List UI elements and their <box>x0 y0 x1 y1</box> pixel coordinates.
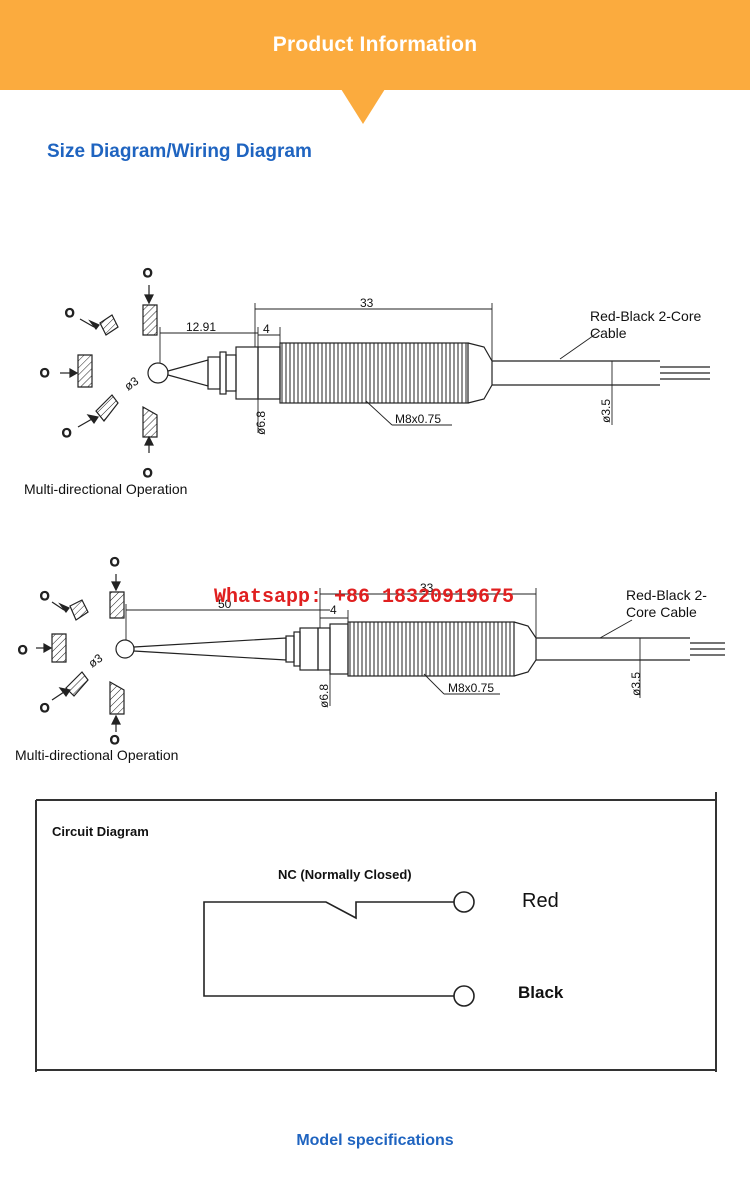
dir-bottom-label: O <box>143 466 152 480</box>
cable2-label-line1: Red-Black 2- <box>626 587 707 603</box>
sensor-body <box>147 342 710 404</box>
dim-ball-dia: ø3 <box>122 374 142 394</box>
dim-tip: 12.91 <box>186 320 216 334</box>
dim2-ball-dia: ø3 <box>86 651 106 671</box>
dir2-bottom-label: O <box>110 733 119 747</box>
model-specifications-title: Model specifications <box>296 1132 454 1149</box>
dim2-length: 33 <box>420 581 434 595</box>
direction-cluster-2: O O O O O <box>17 554 125 748</box>
nc-label: NC (Normally Closed) <box>278 867 412 882</box>
cable2-label-line2: Core Cable <box>626 604 697 620</box>
diagram1-caption: Multi-directional Operation <box>24 481 187 497</box>
cable-label-line2: Cable <box>590 325 627 341</box>
actuator-top <box>142 304 158 336</box>
dir2-upleft-label: O <box>40 589 49 603</box>
red-terminal <box>453 891 475 913</box>
dir2-top-label: O <box>110 555 119 569</box>
dim-head-dia: ø6.8 <box>254 411 268 435</box>
dir-downleft-label: O <box>62 426 71 440</box>
dir-left-label: O <box>40 366 49 380</box>
section-title: Size Diagram/Wiring Diagram <box>47 141 312 162</box>
dim-step: 4 <box>263 322 270 336</box>
diagram2-caption: Multi-directional Operation <box>15 747 178 763</box>
black-wire-label: Black <box>518 983 564 1002</box>
circuit-wiring <box>203 891 475 1007</box>
dim2-tip: 50 <box>218 597 232 611</box>
size-diagram-1: O O O O O <box>24 265 710 497</box>
sensor-body-2 <box>115 621 725 677</box>
header-banner <box>0 0 750 90</box>
circuit-title: Circuit Diagram <box>52 824 149 839</box>
dim-cable-dia: ø3.5 <box>599 399 613 423</box>
banner-pointer <box>341 89 385 124</box>
dim2-step: 4 <box>330 603 337 617</box>
dimension-lines <box>159 303 613 433</box>
dim2-thread: M8x0.75 <box>448 681 494 695</box>
dimension-lines-2 <box>125 588 641 706</box>
dim-thread: M8x0.75 <box>395 412 441 426</box>
dir2-downleft-label: O <box>40 701 49 715</box>
red-wire-label: Red <box>522 890 559 912</box>
cable-label-line1: Red-Black 2-Core <box>590 308 701 324</box>
ball-tip-2 <box>115 639 135 659</box>
size-diagram-2: O O O O O 50 <box>15 554 725 763</box>
banner-title: Product Information <box>272 33 478 56</box>
dim2-cable-dia: ø3.5 <box>629 672 643 696</box>
whatsapp-watermark: Whatsapp: +86 18320919675 <box>214 586 514 609</box>
dir-upleft-label: O <box>65 306 74 320</box>
threaded-barrel <box>279 342 469 404</box>
threaded-barrel-2 <box>347 621 515 677</box>
ball-tip <box>147 362 169 384</box>
dim-length: 33 <box>360 296 374 310</box>
direction-cluster: O O O O O <box>39 265 158 481</box>
dim2-head-dia: ø6.8 <box>317 684 331 708</box>
black-terminal <box>453 985 475 1007</box>
dir-top-label: O <box>143 266 152 280</box>
dir2-left-label: O <box>18 643 27 657</box>
circuit-diagram: Circuit Diagram NC (Normally Closed) Red… <box>35 792 717 1072</box>
